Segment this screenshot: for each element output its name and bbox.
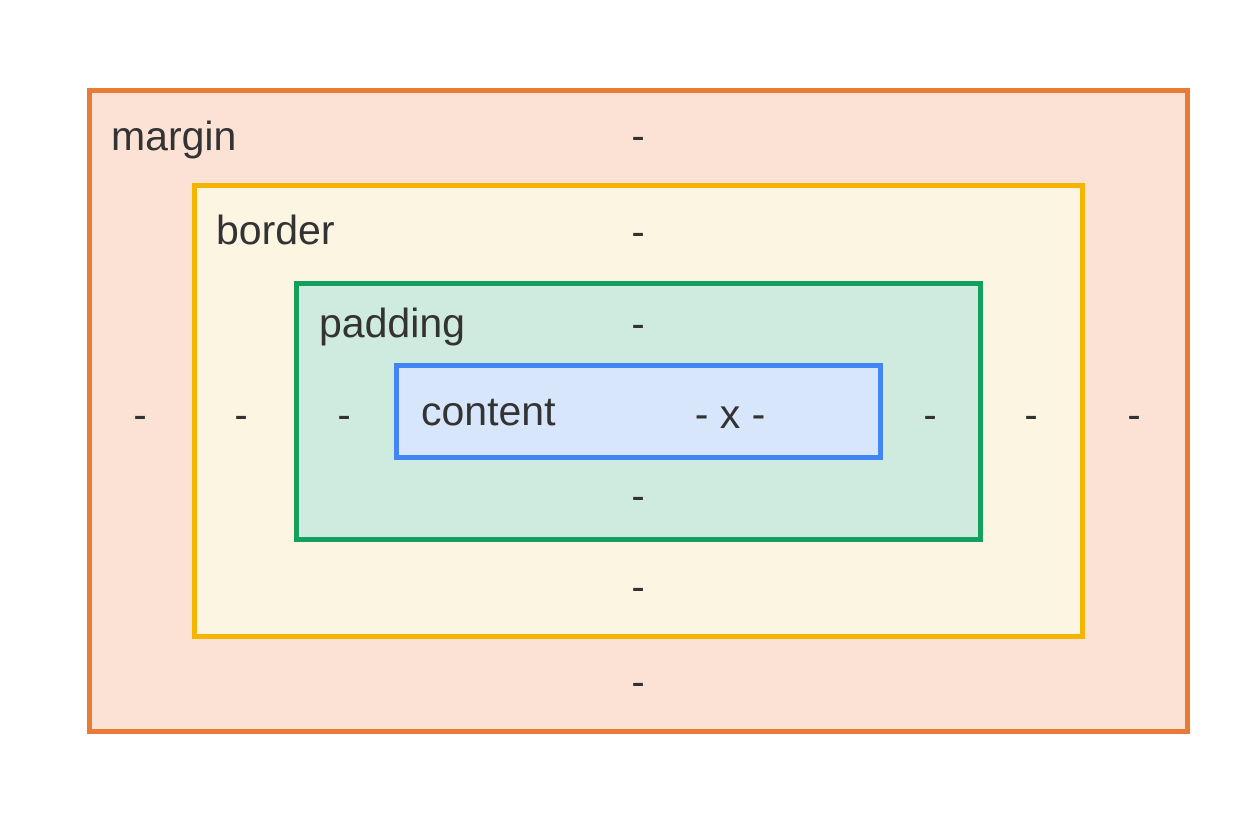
padding-top-value[interactable]: - [631,302,645,346]
margin-label: margin [111,113,237,159]
margin-bottom-value[interactable]: - [631,660,645,704]
border-bottom-value[interactable]: - [631,565,645,609]
border-left-value[interactable]: - [234,393,248,437]
margin-top-value[interactable]: - [631,114,645,158]
content-dimensions[interactable]: - x - [694,391,766,437]
padding-label: padding [319,300,465,346]
border-top-value[interactable]: - [631,210,645,254]
padding-bottom-value[interactable]: - [631,474,645,518]
padding-left-value[interactable]: - [337,393,351,437]
border-right-value[interactable]: - [1024,393,1038,437]
content-box [394,363,883,460]
margin-right-value[interactable]: - [1127,393,1141,437]
padding-right-value[interactable]: - [923,393,937,437]
border-label: border [216,207,335,253]
content-label: content [421,388,556,434]
margin-left-value[interactable]: - [133,393,147,437]
